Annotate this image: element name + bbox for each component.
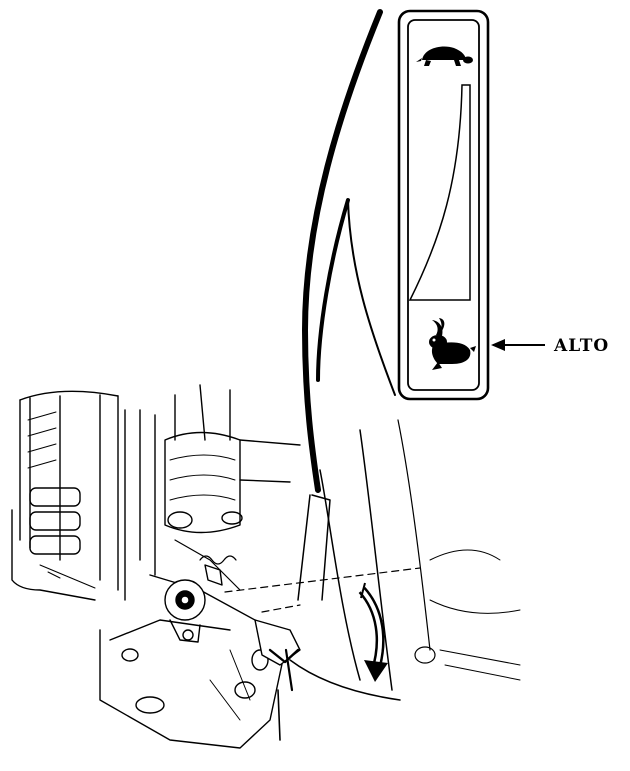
turtle-icon	[416, 46, 473, 66]
control-handle	[289, 9, 521, 701]
throttle-direction-arrow	[358, 582, 388, 682]
callout-arrow	[491, 339, 545, 351]
reference-lines	[224, 567, 421, 613]
rabbit-icon	[429, 318, 476, 370]
engine-assembly	[11, 384, 301, 749]
speed-indicator-plate	[397, 9, 490, 401]
speed-scale-wedge	[408, 84, 471, 301]
alto-callout-label: ALTO	[554, 336, 610, 356]
